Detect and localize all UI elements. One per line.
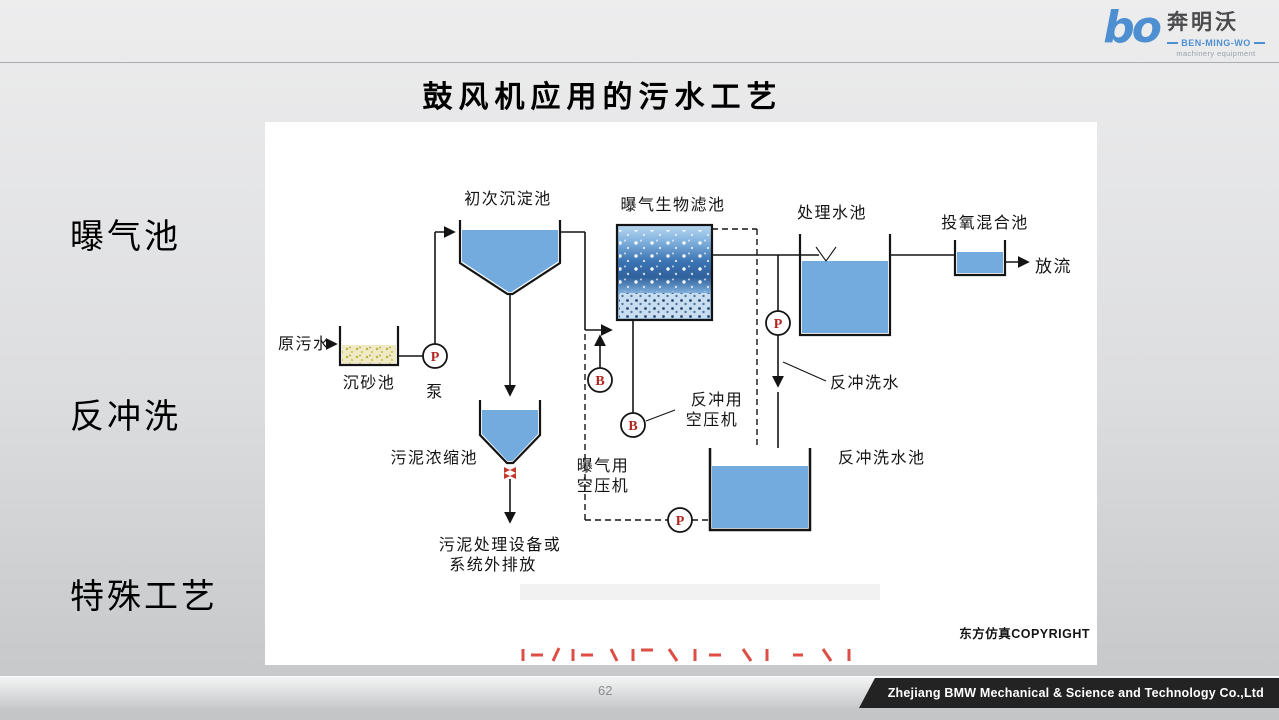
- pump-symbol-backwash: P: [667, 507, 693, 533]
- sludge-thickener-tank: [478, 400, 542, 479]
- label-primary-tank: 初次沉淀池: [464, 190, 552, 208]
- label-biofilter: 曝气生物滤池: [620, 196, 725, 214]
- sludge-valve-icon: [504, 467, 516, 479]
- pump-symbol-treated-water: P: [765, 310, 791, 336]
- pump-symbol-grit: P: [422, 343, 448, 369]
- inlet-funnel-icon: [815, 246, 837, 262]
- side-label-special-process: 特殊工艺: [70, 579, 218, 616]
- treated-water-tank: [798, 234, 892, 337]
- label-sludge-line2: 系统外排放: [449, 556, 537, 574]
- label-oxygen-mix-tank: 投氧混合池: [941, 214, 1029, 232]
- label-aeration-compressor-line2: 空压机: [577, 477, 630, 495]
- backwash-dashed-pipes: [584, 228, 758, 521]
- svg-text:P: P: [676, 514, 685, 529]
- svg-text:B: B: [628, 419, 637, 434]
- grit-chamber: [338, 326, 400, 367]
- brand-rule-right: [1253, 42, 1265, 44]
- label-grit-tank: 沉砂池: [343, 374, 396, 392]
- side-label-aeration-tank: 曝气池: [70, 219, 181, 256]
- process-pipes: [398, 231, 955, 484]
- footer-strip: 62 Zhejiang BMW Mechanical & Science and…: [0, 676, 1279, 708]
- faint-watermark: [520, 584, 880, 600]
- backwash-water-tank: [708, 448, 812, 532]
- label-pump: 泵: [426, 383, 444, 401]
- label-raw-sewage: 原污水: [278, 335, 331, 353]
- label-discharge: 放流: [1035, 257, 1072, 276]
- page-number: 62: [598, 683, 613, 698]
- label-backwash-compressor-line2: 空压机: [686, 411, 739, 429]
- blower-symbol-aeration: B: [587, 367, 613, 393]
- label-thickener: 污泥浓缩池: [390, 449, 478, 467]
- brand-block: 奔明沃 BEN-MING-WO machinery equipment: [1167, 2, 1265, 58]
- primary-sedimentation-tank: [458, 220, 562, 296]
- label-backwash-compressor-line1: 反冲用: [691, 391, 744, 409]
- brand-name-cn: 奔明沃: [1167, 11, 1239, 34]
- svg-text:P: P: [431, 350, 440, 365]
- label-backwash-water: 反冲洗水: [830, 374, 900, 392]
- company-logo: bo 奔明沃 BEN-MING-WO machinery equipment: [1103, 2, 1265, 60]
- brand-name-en-row: BEN-MING-WO: [1167, 38, 1265, 48]
- label-aeration-compressor-line1: 曝气用: [577, 457, 630, 475]
- brand-tagline: machinery equipment: [1176, 49, 1256, 58]
- aerated-biofilter-tank: [615, 223, 714, 322]
- header-divider: [0, 62, 1279, 63]
- side-label-backwash: 反冲洗: [70, 399, 181, 436]
- clipped-red-text: [521, 647, 851, 662]
- brand-name-en: BEN-MING-WO: [1181, 38, 1251, 48]
- svg-text:B: B: [595, 374, 604, 389]
- diagram-panel: P P P B B 初次沉淀池 曝气生物滤池 处理水池 投氧混合池: [265, 122, 1097, 665]
- svg-text:P: P: [774, 317, 783, 332]
- process-flow-diagram: P P P B B 初次沉淀池 曝气生物滤池 处理水池 投氧混合池: [278, 190, 1090, 662]
- flow-arrows: [325, 226, 1030, 524]
- copyright-text: 东方仿真COPYRIGHT: [959, 626, 1090, 641]
- slide-title: 鼓风机应用的污水工艺: [422, 81, 783, 114]
- logo-bo-icon: bo: [1103, 2, 1162, 53]
- brand-rule-left: [1167, 42, 1179, 44]
- oxygen-mixing-tank: [953, 240, 1007, 277]
- footer-company-text: Zhejiang BMW Mechanical & Science and Te…: [887, 686, 1264, 700]
- blower-symbol-backwash: B: [620, 412, 646, 438]
- label-backwash-tank: 反冲洗水池: [838, 449, 926, 467]
- label-sludge-line1: 污泥处理设备或: [439, 536, 562, 554]
- label-treated-tank: 处理水池: [797, 204, 867, 222]
- footer-company-bar: Zhejiang BMW Mechanical & Science and Te…: [859, 678, 1279, 708]
